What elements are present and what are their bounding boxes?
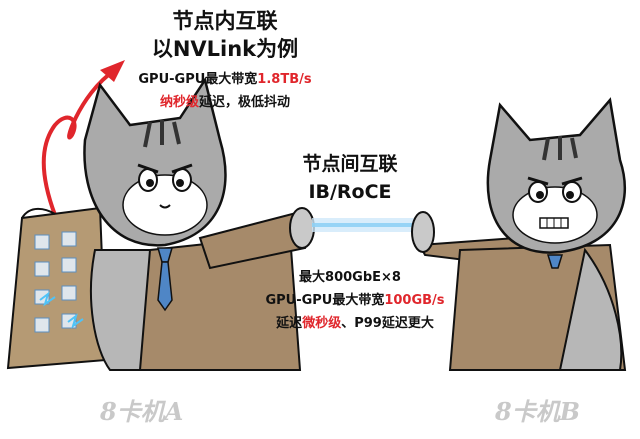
gpu-chip-icon bbox=[34, 317, 50, 333]
intra-node-bandwidth: GPU-GPU最大带宽1.8TB/s bbox=[105, 70, 345, 90]
intra-node-latency-value: 纳秒级 bbox=[159, 95, 199, 110]
inter-node-latency: 延迟微秒级、P99延迟更大 bbox=[250, 314, 460, 334]
inter-node-bandwidth: GPU-GPU最大带宽100GB/s bbox=[245, 291, 465, 311]
gpu-chip-icon bbox=[61, 285, 77, 301]
intra-node-bandwidth-value: 1.8TB/s bbox=[257, 72, 312, 87]
cat-a bbox=[83, 76, 315, 371]
inter-node-latency-value: 微秒级 bbox=[302, 316, 342, 331]
inter-node-latency-suffix: 、P99延迟更大 bbox=[341, 316, 434, 331]
red-arrow-icon bbox=[41, 60, 125, 217]
gpu-chip-icon bbox=[61, 257, 77, 273]
intra-node-title-line2: 以NVLink为例 bbox=[151, 37, 299, 61]
inter-node-spec: 最大800GbE×8 bbox=[299, 270, 401, 285]
intra-node-latency-suffix: 延迟，极低抖动 bbox=[199, 95, 291, 110]
intra-node-latency: 纳秒级延迟，极低抖动 bbox=[125, 93, 325, 113]
intra-node-title-line1: 节点内互联 bbox=[172, 9, 278, 33]
inter-node-title-line1: 节点间互联 bbox=[302, 153, 398, 175]
connection-beam bbox=[312, 218, 422, 232]
machine-b-label: 8卡机B bbox=[495, 397, 580, 426]
inter-node-latency-prefix: 延迟 bbox=[276, 316, 303, 331]
inter-node-bandwidth-value: 100GB/s bbox=[384, 293, 445, 308]
gpu-sack bbox=[6, 206, 108, 370]
gpu-chip-icon bbox=[34, 261, 50, 277]
gpu-chip-icon bbox=[61, 231, 77, 247]
gpu-chip-icon bbox=[34, 234, 50, 250]
inter-node-title-line2: IB/RoCE bbox=[308, 181, 392, 203]
machine-a-label: 8卡机A bbox=[100, 397, 184, 426]
intra-node-bandwidth-prefix: GPU-GPU最大带宽 bbox=[138, 72, 258, 87]
inter-node-bandwidth-prefix: GPU-GPU最大带宽 bbox=[265, 293, 385, 308]
cat-b bbox=[411, 97, 627, 371]
